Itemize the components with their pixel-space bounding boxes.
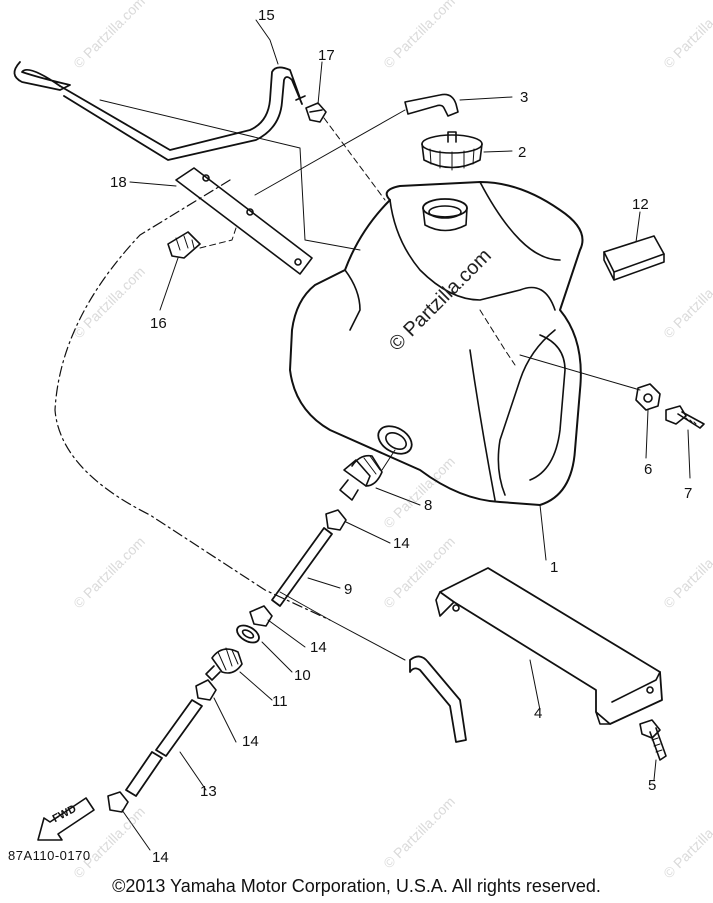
- bracket-18: [175, 167, 313, 275]
- assembly-outline: [54, 179, 331, 621]
- callout-11: 11: [272, 693, 288, 710]
- callout-12: 12: [632, 196, 649, 213]
- breather-tube-3: [404, 93, 459, 117]
- collar-6: [635, 383, 661, 411]
- hose-clamp-14: [107, 509, 347, 813]
- fuel-cap-2: [421, 131, 483, 171]
- callout-2: 2: [518, 144, 527, 161]
- callout-14c: 14: [242, 733, 259, 750]
- copyright-notice: ©2013 Yamaha Motor Corporation, U.S.A. A…: [112, 876, 601, 896]
- callout-18: 18: [110, 174, 127, 191]
- callout-14a: 14: [393, 535, 410, 552]
- callout-8: 8: [424, 497, 433, 514]
- callout-13: 13: [200, 783, 217, 800]
- callout-9: 9: [344, 581, 353, 598]
- callout-5: 5: [648, 777, 657, 794]
- fuel-tank-1: [289, 181, 584, 506]
- clip-17: [305, 102, 327, 123]
- clamp-16: [167, 231, 201, 259]
- vent-hose-15: [13, 61, 306, 161]
- overflow-tube: [409, 655, 467, 743]
- callout-4: 4: [534, 705, 543, 722]
- callout-3: 3: [520, 89, 529, 106]
- o-ring-10: [236, 624, 260, 644]
- bolt-7: [665, 405, 705, 429]
- bolt-5: [639, 719, 667, 761]
- callout-16: 16: [150, 315, 167, 332]
- part-code: 87A110-0170: [8, 848, 91, 863]
- callout-leaders: [121, 19, 691, 851]
- fwd-arrow-icon: [37, 797, 95, 841]
- fuel-hose-9: [271, 527, 333, 607]
- callout-1: 1: [550, 559, 559, 576]
- callout-14b: 14: [310, 639, 327, 656]
- tank-bracket-4: [435, 567, 663, 725]
- callout-7: 7: [684, 485, 693, 502]
- callout-10: 10: [294, 667, 311, 684]
- fuel-cock-8: [339, 454, 383, 501]
- damper-pad-12: [603, 235, 665, 281]
- fuel-hose-13: [125, 699, 203, 797]
- callout-6: 6: [644, 461, 653, 478]
- callout-15: 15: [258, 7, 275, 24]
- callout-14d: 14: [152, 849, 169, 866]
- callout-17: 17: [318, 47, 335, 64]
- fuel-filter-11: [205, 647, 243, 681]
